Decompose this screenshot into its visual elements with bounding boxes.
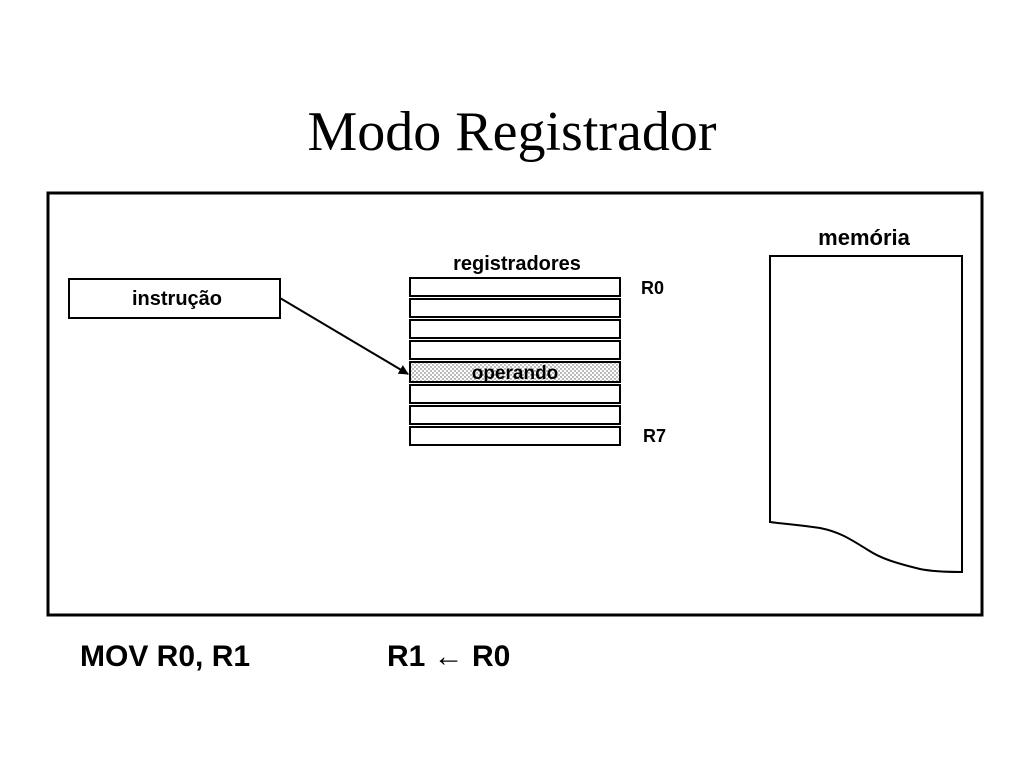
register-row [409, 384, 621, 404]
register-r0-label: R0 [641, 278, 664, 298]
register-row [409, 340, 621, 360]
register-row [409, 319, 621, 339]
instruction-semantics: R1 ← R0 [387, 640, 511, 673]
register-row [409, 277, 621, 297]
instruction-box [68, 278, 281, 319]
register-row [409, 426, 621, 446]
memory-block [769, 255, 963, 574]
register-r7-label: R7 [643, 426, 666, 446]
registers-label: registradores [453, 253, 581, 275]
register-row [409, 298, 621, 318]
arrow-instruction-to-operand [279, 297, 409, 375]
memory-label: memória [818, 225, 910, 250]
register-bank [409, 277, 621, 446]
instruction-label: instrução [132, 288, 222, 310]
operand-register-row [409, 361, 621, 383]
diagram-frame [46, 191, 984, 617]
operand-label: operando [472, 363, 559, 384]
slide-title: Modo Registrador [307, 101, 717, 163]
instruction-text: MOV R0, R1 [80, 640, 251, 673]
register-row [409, 405, 621, 425]
